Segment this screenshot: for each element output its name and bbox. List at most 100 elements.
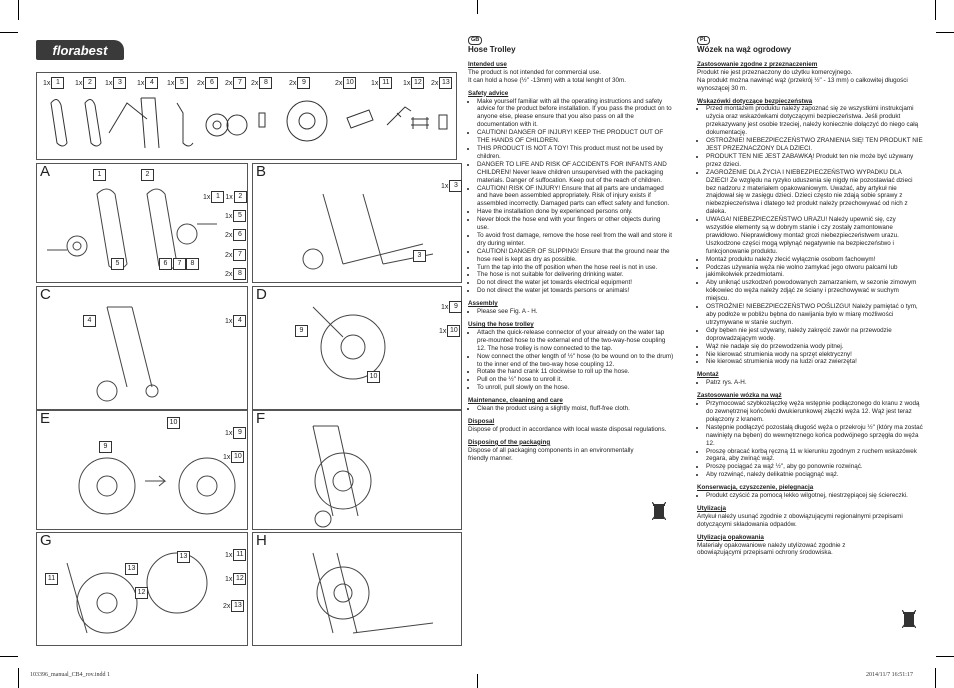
part-qty: 2x — [431, 79, 439, 87]
panel-label: D — [256, 286, 267, 303]
safety-list: Make yourself familiar with all the oper… — [468, 98, 674, 296]
safety-list: Przed montażem produktu należy zapoznać … — [697, 105, 923, 366]
callout: 7 — [173, 258, 186, 270]
assembly-drawing-c — [96, 306, 159, 402]
part-qty: 1x — [105, 79, 113, 87]
list-item: Wąż nie nadaje się do przewodzenia wody … — [706, 343, 923, 351]
part-number: 9 — [297, 77, 311, 89]
file-info: 103396_manual_CB4_rov.indd 1 — [30, 672, 110, 678]
callout: 1 — [93, 169, 106, 181]
list-item: CAUTION! RISK OF INJURY! Ensure that all… — [477, 185, 674, 209]
part-number: 1 — [51, 77, 65, 89]
assembly-drawing-e — [78, 457, 236, 515]
callout: 4 — [83, 315, 96, 327]
list-item: Następnie podłączyć pozostałą długość wę… — [706, 424, 923, 448]
part-qty: 1x — [75, 79, 83, 87]
heading-maintenance: Konserwacja, czyszczenie, pielęgnacja — [697, 484, 814, 492]
heading-using: Zastosowanie wózka na wąż — [697, 392, 782, 400]
crop-mark — [935, 668, 936, 688]
part-qty: 1x — [167, 79, 175, 87]
part-qty: 2x — [289, 79, 297, 87]
panel-f: F — [252, 410, 462, 530]
heading-disposal: Disposal — [468, 417, 495, 425]
list-item: To avoid frost damage, remove the hose r… — [477, 232, 674, 248]
part-qty: 1x — [403, 79, 411, 87]
list-item: Make yourself familiar with all the oper… — [477, 98, 674, 130]
using-list: Przymocować szybkozłączkę węża wstępnie … — [697, 400, 923, 479]
part-number: 4 — [145, 77, 159, 89]
list-item: Aby rozwinąć, należy delikatnie pociągną… — [706, 471, 923, 479]
callout: 13 — [125, 563, 138, 575]
assembly-drawing-h — [312, 552, 434, 634]
text: Materiały opakowaniowe należy utylizować… — [697, 541, 846, 557]
list-item: ZAGROŻENIE DLA ŻYCIA I NIEBEZPIECZEŃSTWO… — [706, 169, 923, 216]
assembly-drawing-b — [302, 193, 434, 270]
list-item: Proszę pociągać za wąż ½", aby go ponown… — [706, 463, 923, 471]
panel-h: H — [252, 532, 462, 646]
heading-safety: Wskazówki dotyczące bezpieczeństwa — [697, 97, 813, 105]
parts-illustration — [50, 97, 448, 149]
list-item: Rotate the hand crank 11 clockwise to ro… — [477, 368, 674, 376]
crop-mark — [936, 32, 954, 33]
assembly-list: Patrz rys. A-H. — [697, 379, 923, 387]
part-number: 10 — [343, 77, 357, 89]
heading-safety: Safety advice — [468, 89, 509, 97]
callout: 10 — [167, 417, 180, 429]
text: Dispose of all packaging components in a… — [468, 446, 634, 462]
part-qty: 2x — [335, 79, 343, 87]
heading-packaging: Utylizacja opakowania — [697, 533, 764, 541]
assembly-list: Please see Fig. A - H. — [468, 308, 674, 316]
panel-label: E — [40, 410, 51, 427]
callout: 10 — [367, 371, 380, 383]
hose-guide-part — [346, 109, 374, 129]
assembly-drawing-a — [47, 188, 217, 270]
part-qty: 1x — [43, 79, 51, 87]
brand-text: florabest — [52, 42, 108, 58]
text: Dispose of product in accordance with lo… — [468, 425, 667, 433]
list-item: Aby uniknąć uszkodzeń powodowanych zamar… — [706, 279, 923, 303]
wheel-part — [205, 113, 229, 137]
heading-maintenance: Maintenance, cleaning and care — [468, 397, 563, 405]
crop-mark — [0, 32, 18, 33]
section-title: Wózek na wąż ogrodowy — [697, 45, 792, 54]
part-qty: 2x — [225, 79, 233, 87]
maint-list: Produkt czyścić za pomocą lekko wilgotne… — [697, 492, 923, 500]
assembly-drawing-f — [312, 425, 372, 528]
part-number: 13 — [439, 77, 453, 89]
text: It can hold a hose (½" -13mm) with a tot… — [468, 76, 626, 84]
crop-mark — [477, 674, 478, 688]
crop-mark — [935, 0, 936, 20]
list-item: Clean the product using a slightly moist… — [477, 405, 674, 413]
part-number: 5 — [175, 77, 189, 89]
list-item: Now connect the other length of ½" hose … — [477, 353, 674, 369]
side-frame-part — [84, 99, 102, 147]
list-item: Gdy bęben nie jest używany, należy zakrę… — [706, 327, 923, 343]
list-item: Podczas używania węża nie wolno zamykać … — [706, 264, 923, 280]
list-item: Patrz rys. A-H. — [706, 379, 923, 387]
callout: 2 — [141, 169, 154, 181]
list-item: Produkt czyścić za pomocą lekko wilgotne… — [706, 492, 923, 500]
panel-label: H — [256, 532, 267, 549]
recycle-bin-icon — [652, 502, 666, 520]
list-item: Turn the tap into the off position when … — [477, 264, 674, 272]
part-qty: 1x — [137, 79, 145, 87]
heading-disposal: Utylizacja — [697, 504, 727, 512]
list-item: OSTROŻNIE! NIEBEZPIECZEŃSTWO ZRANIENIA S… — [706, 137, 923, 153]
connector-part — [438, 114, 448, 130]
list-item: OSTROŻNIE! NIEBEZPIECZEŃSTWO POŚLIZGU! N… — [706, 303, 923, 327]
crank-part — [386, 106, 412, 126]
callout: 5 — [111, 258, 124, 270]
